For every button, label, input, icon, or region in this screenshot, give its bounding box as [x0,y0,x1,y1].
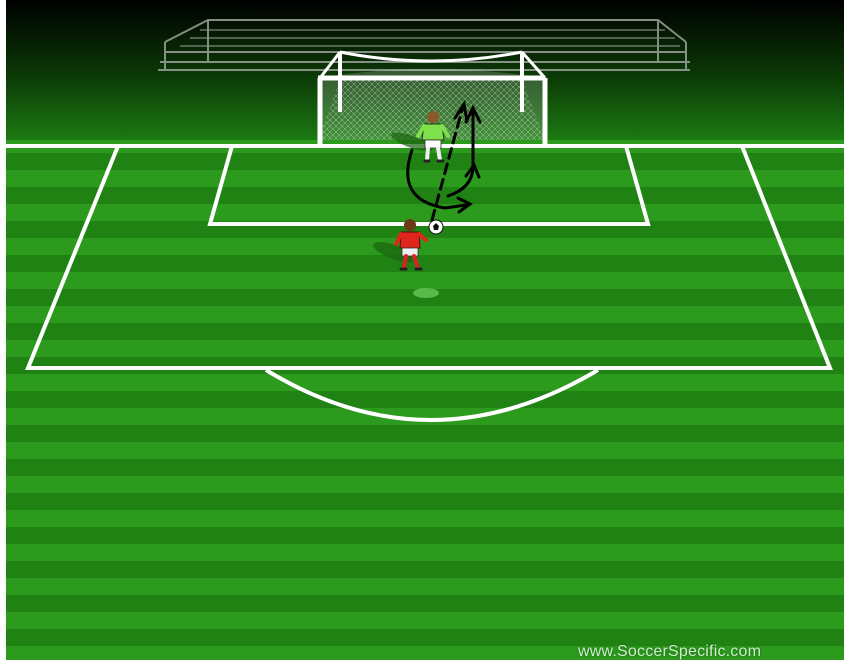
grass-field [6,140,844,662]
watermark-text: www.SoccerSpecific.com [578,643,761,661]
penalty-spot [413,288,439,298]
soccer-ball-icon [429,220,443,234]
white-border-left [0,0,6,662]
